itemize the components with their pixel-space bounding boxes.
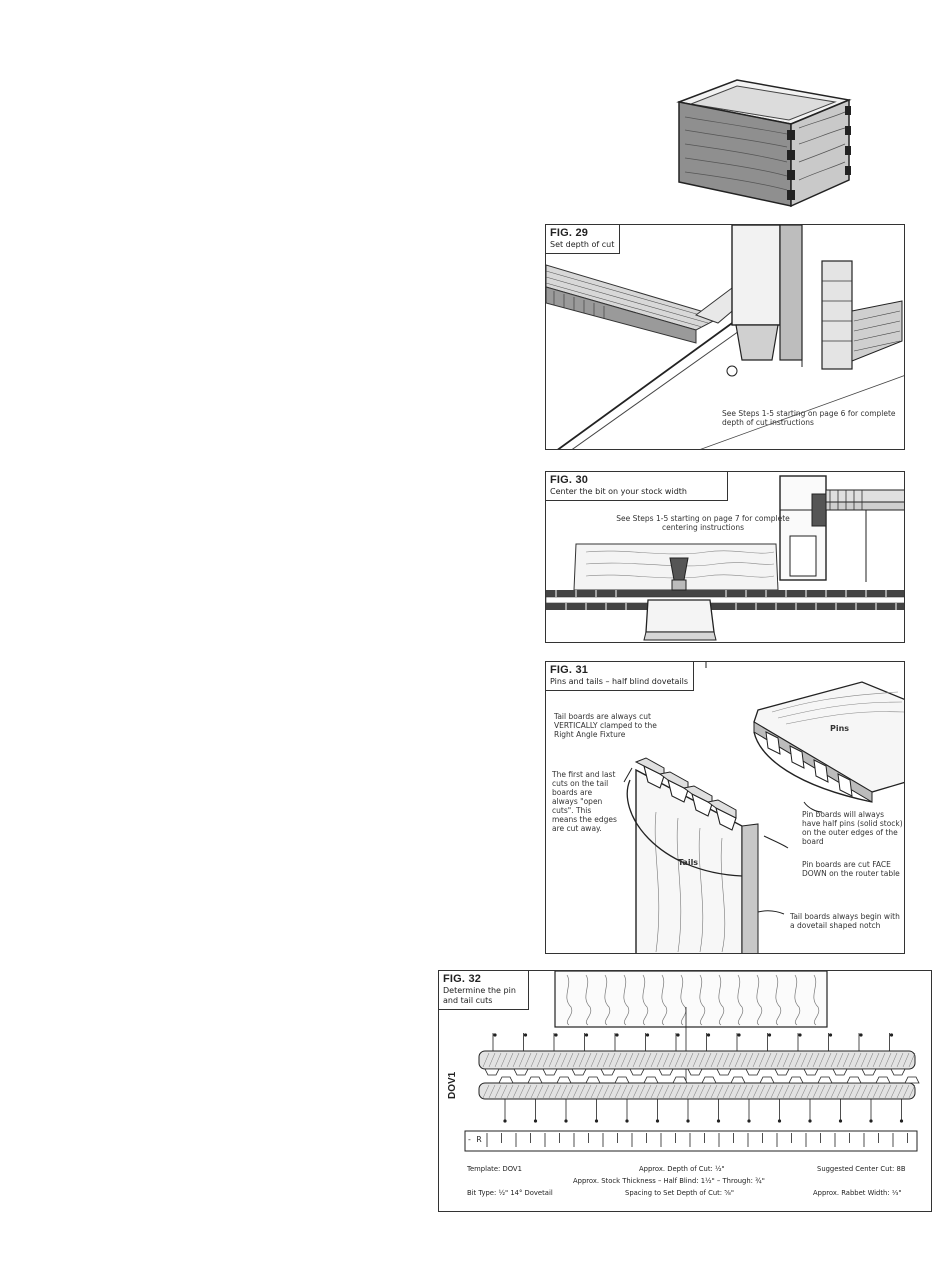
ruler-start-label: - R xyxy=(467,1135,482,1144)
figure-title: FIG. 30 xyxy=(550,474,589,486)
dovetail-box-illustration xyxy=(665,72,855,210)
spacing: Spacing to Set Depth of Cut: ⅝" xyxy=(625,1189,734,1197)
tail-boards-note: Tail boards are always cut VERTICALLY cl… xyxy=(554,712,657,739)
center-cut: Suggested Center Cut: 8B xyxy=(817,1165,906,1173)
figure-subtitle: Determine the pin and tail cuts xyxy=(443,986,516,1005)
figure-title: FIG. 31 xyxy=(550,664,589,676)
rabbet-width: Approx. Rabbet Width: ⅓" xyxy=(813,1189,902,1197)
figure-caption: FIG. 30 Center the bit on your stock wid… xyxy=(546,472,728,501)
template-side-label: DOV1 xyxy=(447,1071,458,1099)
box-drawing xyxy=(676,79,852,208)
tail-begin-note: Tail boards always begin with a dovetail… xyxy=(790,912,900,930)
tails-label: Tails xyxy=(678,858,699,867)
figure-title: FIG. 32 xyxy=(443,973,482,985)
figure-caption: FIG. 31 Pins and tails – half blind dove… xyxy=(546,662,695,691)
figure-31: FIG. 31 Pins and tails – half blind dove… xyxy=(545,661,905,954)
figure-29-note: See Steps 1-5 starting on page 6 for com… xyxy=(722,409,896,427)
router-table-drawing xyxy=(546,225,904,449)
figure-caption: FIG. 29 Set depth of cut xyxy=(546,225,621,254)
bit-type: Bit Type: ½" 14° Dovetail xyxy=(467,1189,553,1197)
figure-32: FIG. 32 Determine the pin and tail cuts … xyxy=(438,970,932,1212)
depth-of-cut: Approx. Depth of Cut: ½" xyxy=(639,1165,725,1173)
figure-title: FIG. 29 xyxy=(550,227,589,239)
figure-caption: FIG. 32 Determine the pin and tail cuts xyxy=(439,971,529,1010)
figure-subtitle: Set depth of cut xyxy=(550,240,615,249)
pin-face-down-note: Pin boards are cut FACE DOWN on the rout… xyxy=(802,860,900,878)
figure-subtitle: Pins and tails – half blind dovetails xyxy=(550,677,689,686)
stock-thickness: Approx. Stock Thickness – Half Blind: 1½… xyxy=(573,1177,765,1185)
figure-subtitle: Center the bit on your stock width xyxy=(550,487,687,496)
pins-and-tails-drawing xyxy=(623,662,904,953)
figure-30: FIG. 30 Center the bit on your stock wid… xyxy=(545,471,905,643)
template-drawing xyxy=(464,971,920,1152)
bit-centering-drawing xyxy=(546,472,904,641)
figure-29: FIG. 29 Set depth of cut See Steps 1-5 s… xyxy=(545,224,905,450)
pins-label: Pins xyxy=(830,724,850,733)
pin-half-pins-note: Pin boards will always have half pins (s… xyxy=(802,810,903,846)
figure-30-note: See Steps 1-5 starting on page 7 for com… xyxy=(616,514,790,532)
template-name: Template: DOV1 xyxy=(467,1165,522,1173)
first-last-cuts-note: The first and last cuts on the tail boar… xyxy=(552,770,617,833)
